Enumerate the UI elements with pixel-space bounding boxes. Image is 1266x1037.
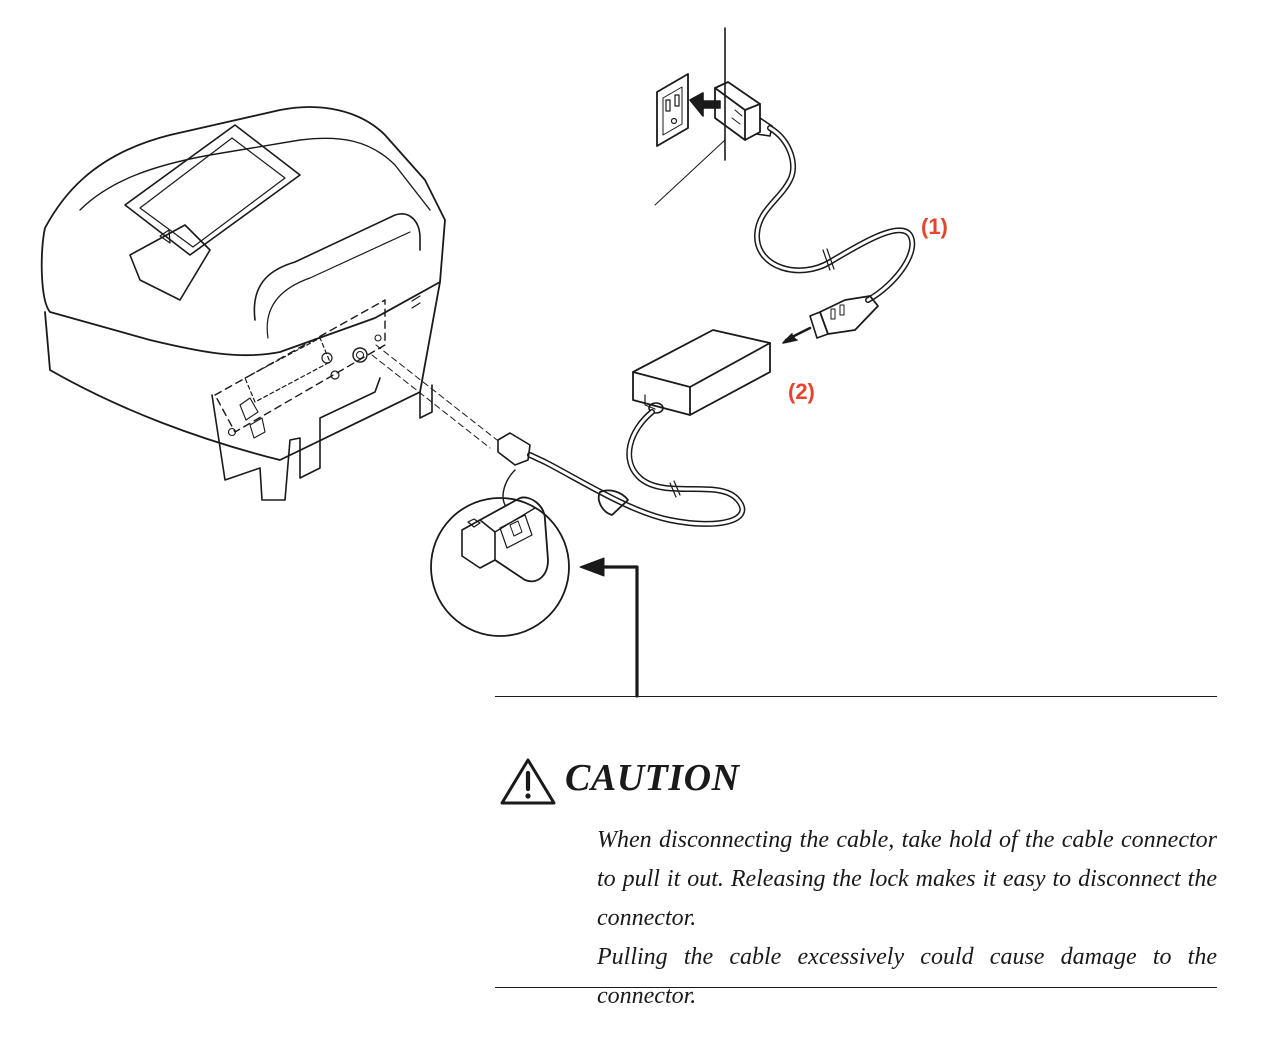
step-label-1: (1): [921, 214, 948, 239]
caution-paragraph: Pulling the cable excessively could caus…: [597, 944, 1217, 1009]
caution-paragraph: When disconnecting the cable, take hold …: [597, 827, 1217, 931]
step-label-2: (2): [788, 379, 815, 404]
dc-cable: [497, 409, 746, 527]
arrow-icon: [689, 92, 721, 117]
connection-guide: [371, 344, 498, 449]
wall-plug: [689, 81, 773, 141]
caution-text: When disconnecting the cable, take hold …: [597, 821, 1217, 1016]
power-adapter: [632, 329, 771, 416]
arrow-icon: [579, 557, 639, 698]
power-cord: [753, 125, 916, 303]
caution-title: CAUTION: [565, 757, 740, 799]
caution-bottom-rule: [495, 987, 1217, 988]
caution-top-rule: [495, 696, 1217, 697]
warning-triangle-icon: [500, 758, 556, 805]
printer: [40, 106, 446, 501]
ac-connector: [782, 295, 879, 344]
connector-zoom-callout: [430, 469, 570, 637]
